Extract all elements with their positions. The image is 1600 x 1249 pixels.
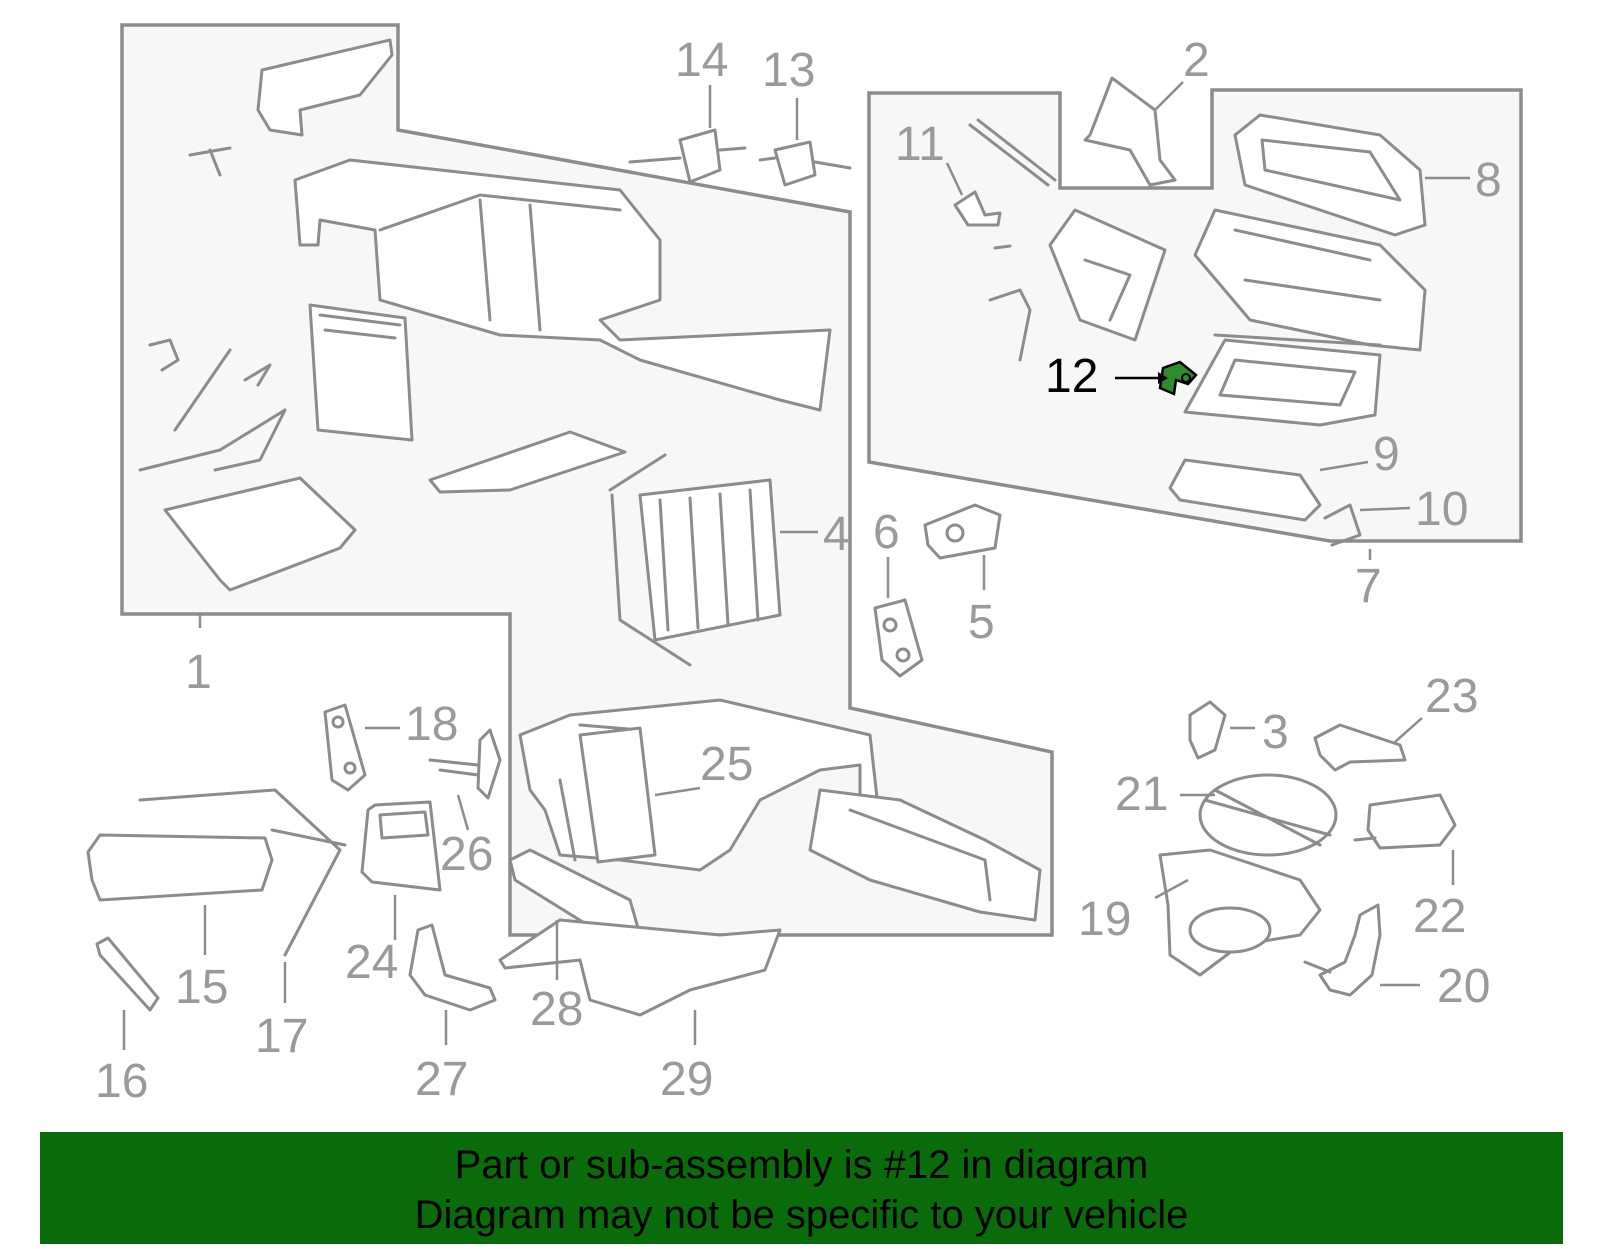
duct-top-left: [188, 38, 394, 177]
gasket-6: [873, 598, 924, 678]
callout-19: 19: [1078, 893, 1131, 946]
filter-door-left: [308, 303, 414, 442]
callout-1: 1: [185, 646, 212, 699]
callout-28: 28: [530, 983, 583, 1036]
small-clips-left: [138, 338, 287, 472]
callout-21: 21: [1115, 768, 1168, 821]
scroll-housing-lower: [808, 788, 1042, 922]
callout-20: 20: [1437, 960, 1490, 1013]
bracket-9: [1168, 458, 1322, 522]
gasket-18: [323, 703, 367, 792]
link-rod-upper: [968, 118, 1057, 187]
callout-16: 16: [95, 1055, 148, 1108]
callout-2: 2: [1183, 34, 1210, 87]
bracket-27: [408, 923, 497, 1012]
seal-5: [923, 503, 1002, 560]
callout-29: 29: [660, 1053, 713, 1106]
callout-8: 8: [1475, 154, 1502, 207]
control-module-24: [360, 800, 442, 892]
callout-labels: 1 2 3 4 5 6 7 8 9 10 11 12 13 14 15 16 1…: [95, 34, 1502, 1108]
clip-10: [1323, 503, 1362, 547]
callout-17: 17: [255, 1010, 308, 1063]
bracket-3: [1188, 700, 1227, 760]
housing-7-lower: [1183, 333, 1382, 427]
callout-15: 15: [175, 961, 228, 1014]
callout-3: 3: [1262, 706, 1289, 759]
callout-11: 11: [895, 118, 945, 171]
main-case-upper: [293, 158, 832, 412]
heater-core-15: [86, 788, 347, 957]
sensor-26: [428, 728, 502, 800]
module-25: [578, 726, 657, 864]
callout-5: 5: [968, 596, 995, 649]
resistor-22: [1353, 793, 1457, 850]
housing-7-upper: [1193, 208, 1427, 352]
blower-wheel-21: [1198, 773, 1338, 857]
callout-23: 23: [1425, 670, 1478, 723]
seal-16: [95, 936, 160, 1012]
caption-line-part-number: Part or sub-assembly is #12 in diagram: [454, 1143, 1149, 1187]
callout-6: 6: [873, 506, 900, 559]
leader-lines: [122, 81, 1470, 1050]
callout-14: 14: [675, 34, 728, 87]
part-12-highlighted[interactable]: [1158, 360, 1198, 396]
duct-28-29: [498, 848, 782, 1017]
filter-frame-8: [1233, 113, 1427, 237]
callout-25: 25: [700, 738, 753, 791]
callout-12[interactable]: 12: [1045, 350, 1098, 403]
info-banner: Part or sub-assembly is #12 in diagram D…: [40, 1132, 1563, 1244]
callout-13: 13: [762, 44, 815, 97]
callout-27: 27: [415, 1053, 468, 1106]
callout-4: 4: [823, 508, 850, 561]
blower-motor-19: [1158, 848, 1322, 977]
callout-26: 26: [440, 828, 493, 881]
tube-20: [1303, 903, 1382, 997]
callout-18: 18: [405, 698, 458, 751]
door-center-7: [1048, 208, 1167, 342]
callout-10: 10: [1415, 483, 1468, 536]
caption-line-disclaimer: Diagram may not be specific to your vehi…: [414, 1193, 1189, 1237]
evaporator-core-4: [608, 453, 782, 667]
bracket-23: [1313, 723, 1407, 772]
bracket-2: [1083, 76, 1177, 187]
tray-lower-left: [163, 476, 357, 592]
plate-center: [428, 430, 627, 494]
actuator-13: [758, 140, 852, 187]
callout-7: 7: [1355, 560, 1382, 613]
callout-9: 9: [1373, 428, 1400, 481]
callout-22: 22: [1413, 890, 1466, 943]
actuator-14: [628, 128, 747, 184]
callout-24: 24: [345, 936, 398, 989]
clip-11: [953, 190, 1032, 362]
assembly-panel-1: [120, 23, 1054, 937]
